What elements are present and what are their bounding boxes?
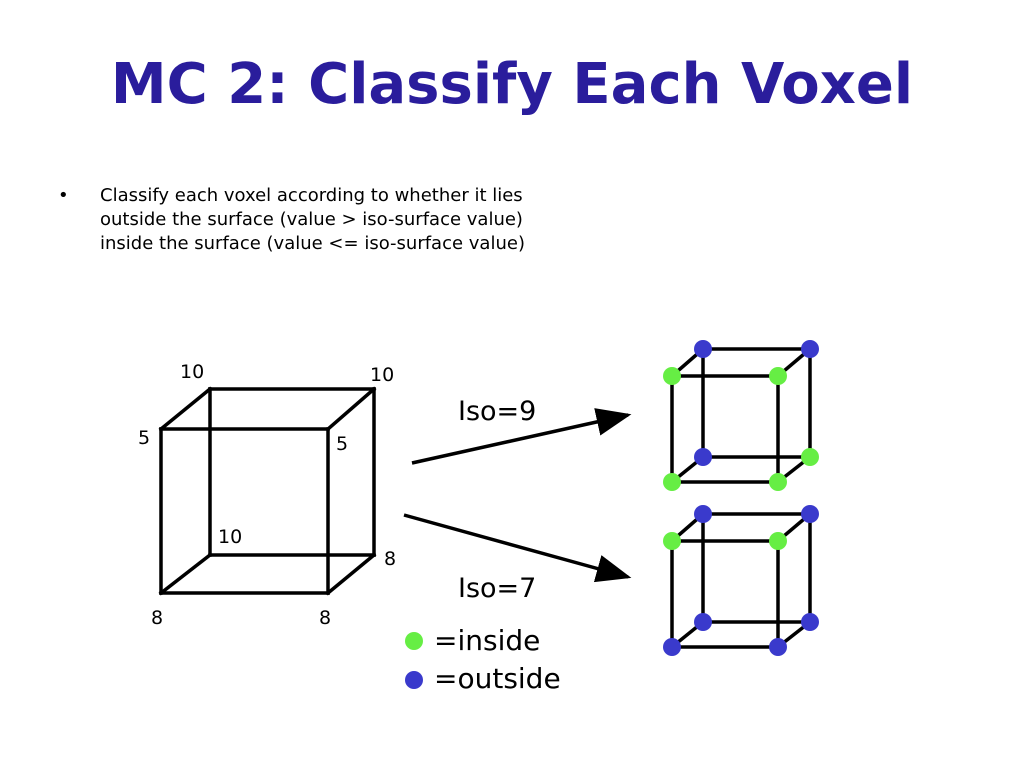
- corner-value-back-top-left: 10: [180, 361, 204, 383]
- corner-dot-back-top-left: [694, 505, 712, 523]
- cube-edge: [158, 552, 213, 596]
- corner-dot-front-bottom-left: [663, 473, 681, 491]
- bullet-list: • Classify each voxel according to wheth…: [58, 184, 525, 256]
- bullet-line: inside the surface (value <= iso-surface…: [100, 233, 525, 254]
- corner-dot-back-bottom-left: [694, 448, 712, 466]
- iso7-label: Iso=7: [458, 573, 536, 604]
- corner-dot-front-top-left: [663, 367, 681, 385]
- cube-edge: [325, 552, 377, 596]
- legend-inside-label: =inside: [434, 624, 540, 657]
- corner-dot-front-top-right: [769, 532, 787, 550]
- corner-dot-back-top-left: [694, 340, 712, 358]
- corner-value-front-top-right: 5: [336, 433, 348, 455]
- bullet-line: outside the surface (value > iso-surface…: [100, 209, 523, 230]
- corner-dot-front-bottom-right: [769, 473, 787, 491]
- corner-value-back-bottom-right: 8: [384, 548, 396, 570]
- cube-edge: [325, 386, 377, 432]
- cube-edge: [158, 386, 213, 432]
- legend: =inside =outside: [405, 624, 561, 695]
- corner-dot-front-bottom-right: [769, 638, 787, 656]
- arrow-to-iso9: [411, 408, 632, 465]
- legend-outside-label: =outside: [434, 662, 561, 695]
- case-cube-iso7: [663, 505, 819, 656]
- corner-value-front-top-left: 5: [138, 427, 150, 449]
- arrow-to-iso7: [403, 513, 632, 583]
- case-cube-iso9: [663, 340, 819, 491]
- voxel-cube: [158, 386, 377, 596]
- bullet-symbol: •: [58, 185, 69, 206]
- iso9-label: Iso=9: [458, 396, 536, 427]
- corner-value-back-bottom-left: 10: [218, 526, 242, 548]
- slide-title: MC 2: Classify Each Voxel: [110, 52, 914, 117]
- bullet-line: Classify each voxel according to whether…: [100, 185, 523, 206]
- corner-value-front-bottom-left: 8: [151, 607, 163, 629]
- corner-dot-back-bottom-right: [801, 448, 819, 466]
- corner-dot-back-top-right: [801, 340, 819, 358]
- corner-dot-back-bottom-right: [801, 613, 819, 631]
- corner-dot-back-top-right: [801, 505, 819, 523]
- corner-value-back-top-right: 10: [370, 364, 394, 386]
- corner-dot-front-top-right: [769, 367, 787, 385]
- legend-inside-dot: [405, 632, 423, 650]
- corner-dot-front-bottom-left: [663, 638, 681, 656]
- corner-value-front-bottom-right: 8: [319, 607, 331, 629]
- corner-dot-front-top-left: [663, 532, 681, 550]
- corner-dot-back-bottom-left: [694, 613, 712, 631]
- legend-outside-dot: [405, 671, 423, 689]
- bullet-item: • Classify each voxel according to wheth…: [58, 184, 525, 256]
